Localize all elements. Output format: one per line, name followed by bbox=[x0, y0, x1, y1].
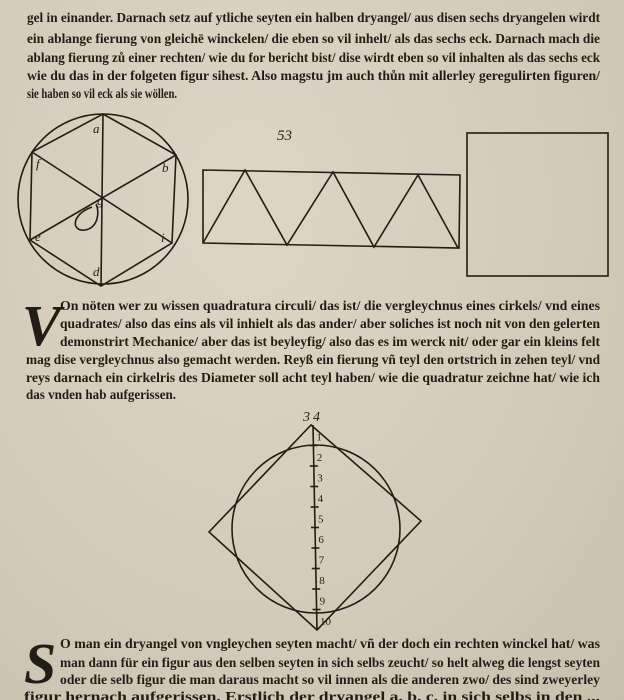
label-a: a bbox=[93, 121, 100, 136]
page-number: 53 bbox=[277, 128, 292, 144]
drop-cap: V bbox=[22, 293, 65, 358]
scale-number: 4 bbox=[318, 493, 324, 505]
label-b: b bbox=[162, 160, 169, 175]
label-e: e bbox=[35, 229, 41, 244]
text-line: figur hernach aufgerissen. Erstlich der … bbox=[24, 690, 600, 700]
paragraph-1: gel in einander. Darnach setz auf ytlich… bbox=[27, 11, 601, 102]
scale-number: 5 bbox=[318, 514, 324, 526]
text-line: sie haben so vil eck als sie wöllen. bbox=[27, 87, 177, 102]
label-f: f bbox=[36, 156, 42, 171]
text-line: demonstrirt Mechanice/ aber das ist beyl… bbox=[60, 335, 600, 350]
scale-number: 2 bbox=[317, 452, 323, 464]
text-line: On nöten wer zu wissen quadratura circul… bbox=[60, 299, 601, 314]
hexagon-figure: a b i d e f g bbox=[17, 113, 189, 287]
drop-cap: S bbox=[24, 631, 56, 696]
loop-mark bbox=[74, 203, 99, 231]
scale-number: 8 bbox=[319, 575, 325, 587]
diagonal bbox=[100, 113, 104, 287]
text-line: gel in einander. Darnach setz auf ytlich… bbox=[27, 11, 600, 26]
scale-number: 10 bbox=[320, 616, 332, 628]
diagonal bbox=[31, 151, 173, 244]
label-d: d bbox=[93, 264, 100, 279]
scale-numbers: 1 2 3 4 5 6 7 8 9 10 bbox=[316, 432, 331, 629]
label-4: 4 bbox=[313, 410, 320, 425]
text-line: man dann für ein figur aus den selben se… bbox=[60, 656, 600, 671]
triangle-zigzag bbox=[202, 168, 459, 249]
scale-number: 1 bbox=[316, 432, 322, 444]
square-figure bbox=[466, 132, 609, 277]
label-3: 3 bbox=[302, 410, 310, 425]
paragraph-3: S O man ein dryangel von vngleychen seyt… bbox=[24, 631, 601, 700]
scale-number: 3 bbox=[317, 473, 323, 485]
text-line: wie du das in der folgeten figur sihest.… bbox=[27, 69, 601, 84]
scale-number: 7 bbox=[319, 555, 325, 567]
text-line: mag dise vergleychnus also gemacht werde… bbox=[26, 353, 600, 368]
text-line: oder die selb figur die man daraus macht… bbox=[60, 673, 600, 688]
oblong-rectangle bbox=[202, 169, 461, 249]
triangle-rectangle-figure bbox=[202, 168, 461, 249]
paragraph-2: V On nöten wer zu wissen quadratura circ… bbox=[22, 293, 601, 403]
text-line: O man ein dryangel von vngleychen seyten… bbox=[60, 637, 601, 652]
label-g: g bbox=[97, 193, 104, 208]
text-line: ein ablange fierung von gleichē winckele… bbox=[27, 32, 600, 47]
scale-ticks bbox=[309, 444, 321, 611]
text-line: quadrates/ also das eins als vil inhielt… bbox=[60, 317, 600, 332]
scale-number: 9 bbox=[320, 596, 326, 608]
text-line: das vnden hab aufgerissen. bbox=[26, 388, 176, 403]
label-i: i bbox=[161, 230, 165, 245]
text-line: reys darnach ein cirkelris des Diameter … bbox=[26, 371, 600, 386]
scale-number: 6 bbox=[318, 534, 324, 546]
text-line: ablang fierung zů einer rechten/ wie du … bbox=[27, 51, 600, 66]
